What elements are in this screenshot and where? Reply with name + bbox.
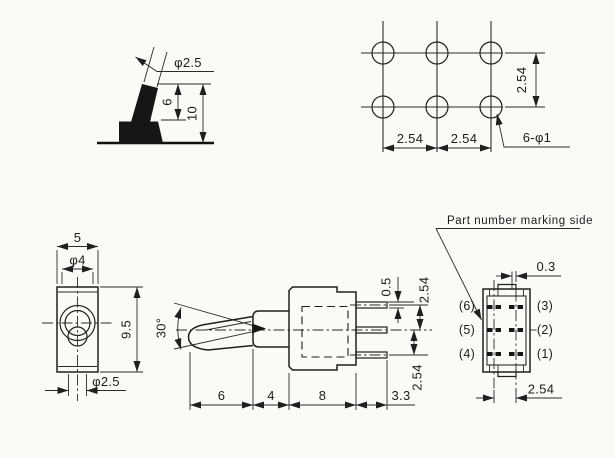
holes-label: 6-φ1 [523,130,551,145]
dim-label-width: 5 [74,230,82,245]
dim-label-pitch-v: 2.54 [514,67,529,94]
lever-extension-line [143,46,155,83]
dim-label-pitch-a: 2.54 [397,131,424,146]
body-outline [288,286,357,371]
switch-base-silhouette [119,121,163,143]
terminal-hole [479,41,503,65]
marking-side-caption: Part number marking side [447,215,593,227]
view-terminal-grid: 2.54 2.54 2.54 6-φ1 [361,21,570,152]
internal-mechanism-hidden-line [301,305,349,358]
pin-label-6: (6) [459,299,475,313]
dim-label-angle: 30° [154,318,169,339]
terminal-hole [425,41,449,65]
dim-label-lever-length: 6 [218,388,226,403]
pin-label-2: (2) [537,323,553,337]
throw-angle-line [173,330,259,350]
dim-label-offset: 0.3 [537,259,556,274]
dim-label-bushing-length: 4 [267,388,275,403]
caption-leader [435,228,482,321]
lever-extension-line [156,51,168,88]
dim-label-height: 9.5 [119,320,134,339]
lever-paddle-edge [205,320,252,331]
view-bottom-pinout: Part number marking side (6) (5) (4) (3)… [435,215,593,403]
dim-label-bushing-dia: φ4 [69,253,85,268]
pin-label-4: (4) [459,347,475,361]
pin-label-5: (5) [459,323,475,337]
terminal-hole [371,41,395,65]
pin-label-3: (3) [537,299,553,313]
bottom-body-outline [482,288,531,373]
view-front: 5 φ4 9.5 φ2.5 [42,230,143,401]
dim-label-lever-dia: φ2.5 [92,374,120,389]
dim-label-pitch: 2.54 [528,382,555,397]
terminal-hole [479,95,503,119]
lever-dia-label: φ2.5 [174,55,202,70]
terminal-hole [425,95,449,119]
pin-label-1: (1) [537,347,553,361]
dim-label-pitch-upper: 2.54 [417,277,432,304]
terminal-pin [355,326,388,334]
dim-label-6: 6 [160,98,175,106]
terminal-hole [371,95,395,119]
lever-dia-leader [135,56,214,72]
throw-angle-arc [174,307,182,350]
dim-label-pitch-lower: 2.54 [410,364,425,391]
lever-paddle-outline [187,315,254,351]
view-lever-throw: φ2.5 6 10 [97,46,214,145]
dim-label-pin-thickness: 0.5 [379,278,394,297]
view-side: 30° 0.5 2.54 2.54 6 4 8 3.3 [154,277,432,410]
bushing-outline [252,310,289,348]
pivot-arrow [252,323,266,334]
dim-label-pin-length: 3.3 [392,388,411,403]
toggle-lever-silhouette [131,84,158,122]
holes-leader [495,113,570,148]
bottom-view-pins [487,305,523,356]
dim-label-body-length: 8 [319,388,327,403]
dim-label-10: 10 [185,106,200,121]
dim-label-pitch-b: 2.54 [451,131,478,146]
